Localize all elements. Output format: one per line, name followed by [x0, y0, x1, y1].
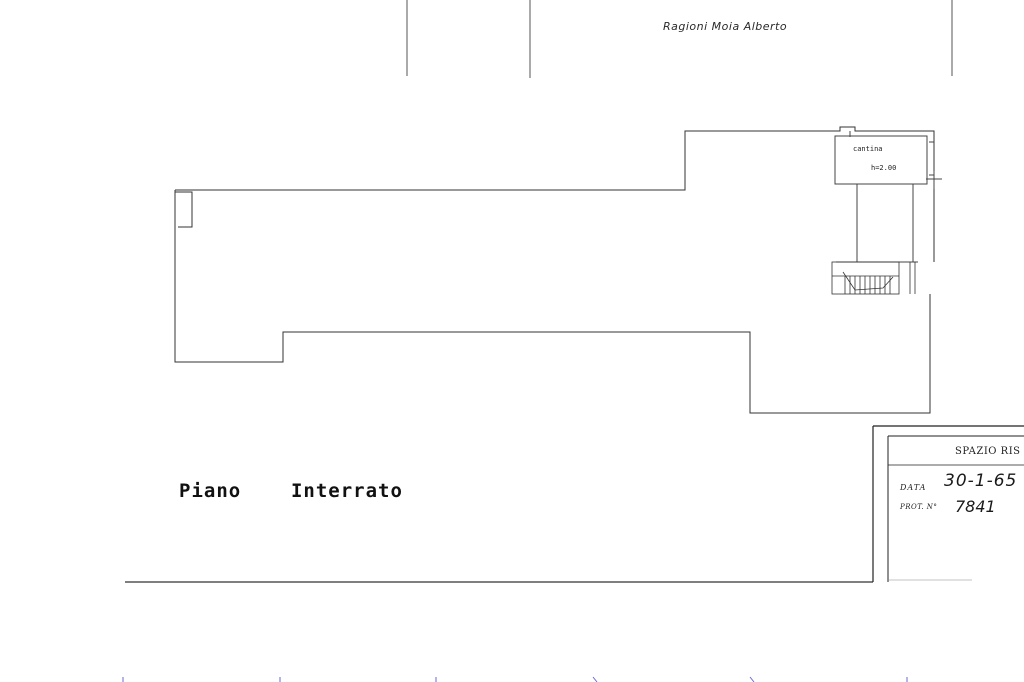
stamp-title: SPAZIO RIS	[955, 446, 1021, 457]
stamp-box	[872, 425, 1024, 582]
stamp-prot-label: PROT. N°	[900, 503, 938, 511]
bottom-tick-marks	[122, 676, 908, 682]
room-name-label: cantina	[853, 145, 883, 153]
top-frame-lines	[406, 0, 953, 78]
basement-outline	[174, 126, 935, 414]
room-height-label: h=2.00	[871, 164, 897, 172]
stamp-date-value: 30-1-65	[944, 471, 1018, 491]
cantina-room	[834, 131, 942, 263]
stamp-prot-value: 7841	[955, 497, 996, 516]
stamp-date-label: DATA	[900, 483, 927, 492]
floor-title: Piano Interrato	[179, 480, 403, 502]
stairs	[831, 261, 916, 295]
owner-note: Ragioni Moia Alberto	[663, 20, 788, 33]
